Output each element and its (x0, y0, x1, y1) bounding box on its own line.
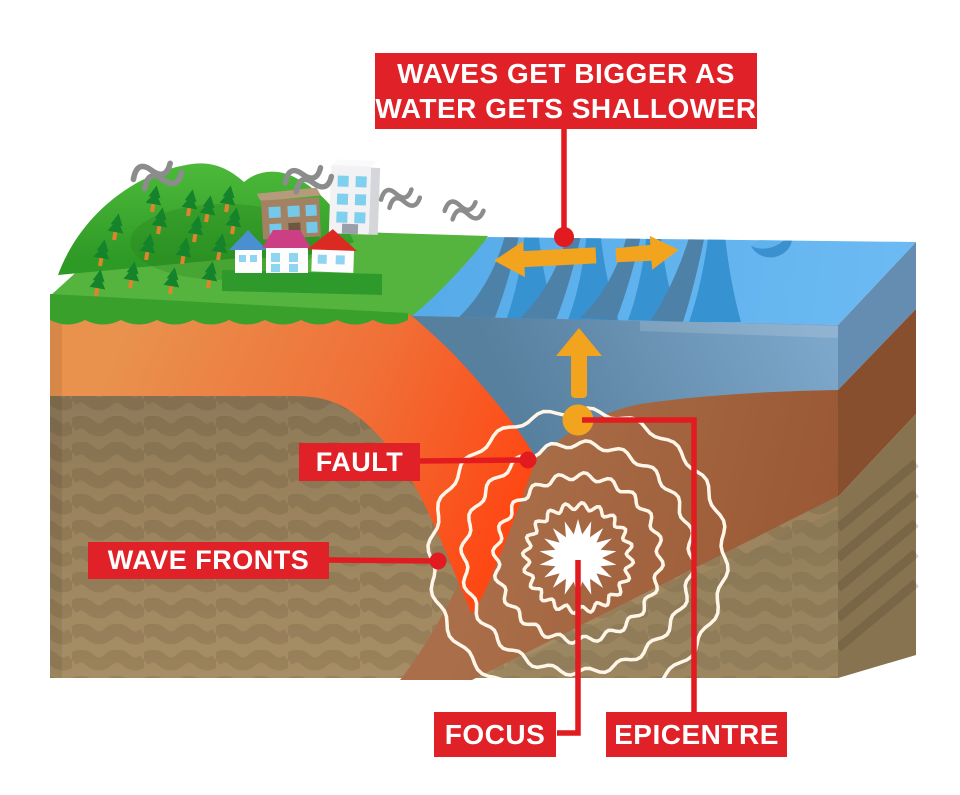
ocean-surface (412, 235, 916, 325)
grass-front-band (50, 294, 408, 325)
banner-line1: WAVES GET BIGGER AS (397, 58, 735, 89)
label-focus: FOCUS (434, 712, 556, 757)
shake-squiggle-icons (130, 160, 486, 222)
wavefronts-connector (328, 557, 439, 564)
fault-pointer-dot (519, 451, 537, 469)
starburst-icon (539, 519, 617, 597)
house-blue-roof (229, 230, 267, 273)
right-arrow-icon (615, 235, 679, 270)
focus-connector (557, 560, 581, 736)
fault-connector (418, 457, 529, 464)
land-top-face (50, 159, 488, 325)
building-white (328, 159, 381, 235)
banner-pointer-dot (554, 227, 574, 247)
house-red-roof (307, 229, 358, 273)
label-fault: FAULT (299, 443, 420, 481)
house-pink-roof (262, 230, 311, 273)
left-arrow-icon (494, 241, 597, 278)
epicentre-connector (582, 417, 697, 714)
banner-line2: WATER GETS SHALLOWER (375, 93, 757, 124)
epicentre-dot-icon (562, 404, 594, 436)
label-wave-fronts: WAVE FRONTS (88, 542, 329, 579)
block-front-face (50, 296, 838, 680)
connector-lines (328, 128, 697, 736)
block-right-face (835, 242, 919, 678)
wavefronts-pointer-dot (429, 552, 447, 570)
continental-crust-slab (50, 312, 536, 614)
oceanic-plate (400, 390, 838, 680)
label-waves-get-bigger: WAVES GET BIGGER AS WATER GETS SHALLOWER (375, 53, 757, 129)
village-ground (222, 270, 382, 295)
connector-dots (429, 227, 574, 570)
ocean-cross-section (412, 316, 838, 458)
label-epicentre: EPICENTRE (606, 712, 787, 757)
up-arrow-icon (556, 328, 602, 398)
